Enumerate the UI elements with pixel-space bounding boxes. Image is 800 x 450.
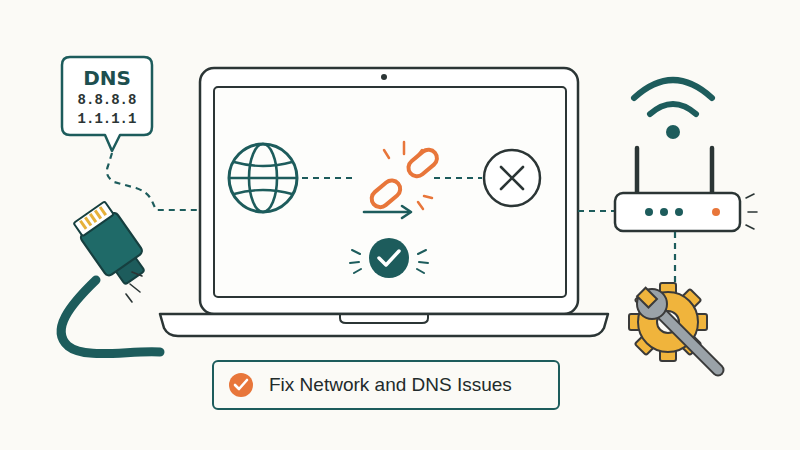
dns-heading: DNS <box>83 66 131 90</box>
wrench-jaw <box>637 288 657 308</box>
wrench-icon <box>637 288 718 370</box>
dns-callout: DNS8.8.8.81.1.1.1 <box>62 57 152 135</box>
plug-contact <box>90 214 96 222</box>
callout-bubble <box>62 57 152 151</box>
success-sparkles <box>350 250 428 273</box>
router-led <box>645 208 653 216</box>
caption-banner: Fix Network and DNS Issues <box>212 360 560 410</box>
laptop-lid <box>200 68 578 314</box>
spark-lines <box>746 194 757 229</box>
wrench-handle-outline <box>660 312 718 370</box>
ethernet-plug <box>71 200 153 291</box>
fix-arrowhead <box>402 206 411 218</box>
router-led <box>675 208 683 216</box>
break-sparks <box>384 142 432 209</box>
plug-body <box>79 211 144 277</box>
dns-address: 1.1.1.1 <box>78 110 137 129</box>
router-led <box>660 208 668 216</box>
router-body <box>615 193 740 231</box>
success-check <box>379 251 399 265</box>
caption-check <box>235 380 247 389</box>
caption-text: Fix Network and DNS Issues <box>269 374 512 396</box>
plug-head <box>73 201 113 236</box>
dashed-link <box>578 210 614 212</box>
plug-contact <box>85 217 91 225</box>
router-antenna <box>710 148 715 194</box>
success-circle <box>369 238 409 278</box>
broken-chain <box>368 146 440 210</box>
plug-contact <box>95 210 101 218</box>
plug-contact <box>100 207 106 215</box>
laptop-notch <box>340 314 428 323</box>
router-led <box>712 208 720 216</box>
wifi-arc <box>634 80 712 98</box>
dashed-leader <box>107 153 199 210</box>
dashed-link <box>434 177 482 179</box>
error-cross <box>501 167 523 189</box>
wifi-dot <box>666 125 680 139</box>
caption-check-circle <box>229 373 253 397</box>
chain-link <box>405 146 440 180</box>
router-antenna <box>635 148 640 194</box>
dns-address: 8.8.8.8 <box>78 91 137 110</box>
globe-latitude <box>234 162 292 194</box>
globe-icon <box>229 144 297 212</box>
laptop-camera <box>381 74 387 80</box>
spark-lines <box>126 272 142 302</box>
dashed-link <box>674 232 676 282</box>
laptop-screen <box>214 87 566 297</box>
wifi-arc <box>650 104 696 114</box>
dashed-link <box>302 177 352 179</box>
plug-contact <box>80 221 86 229</box>
laptop-base <box>160 314 608 336</box>
wrench-handle <box>660 312 718 370</box>
error-circle <box>484 150 540 206</box>
fix-arrow <box>364 211 409 214</box>
chain-link <box>368 177 403 211</box>
globe-equator <box>229 177 297 180</box>
ethernet-cable <box>61 280 160 354</box>
